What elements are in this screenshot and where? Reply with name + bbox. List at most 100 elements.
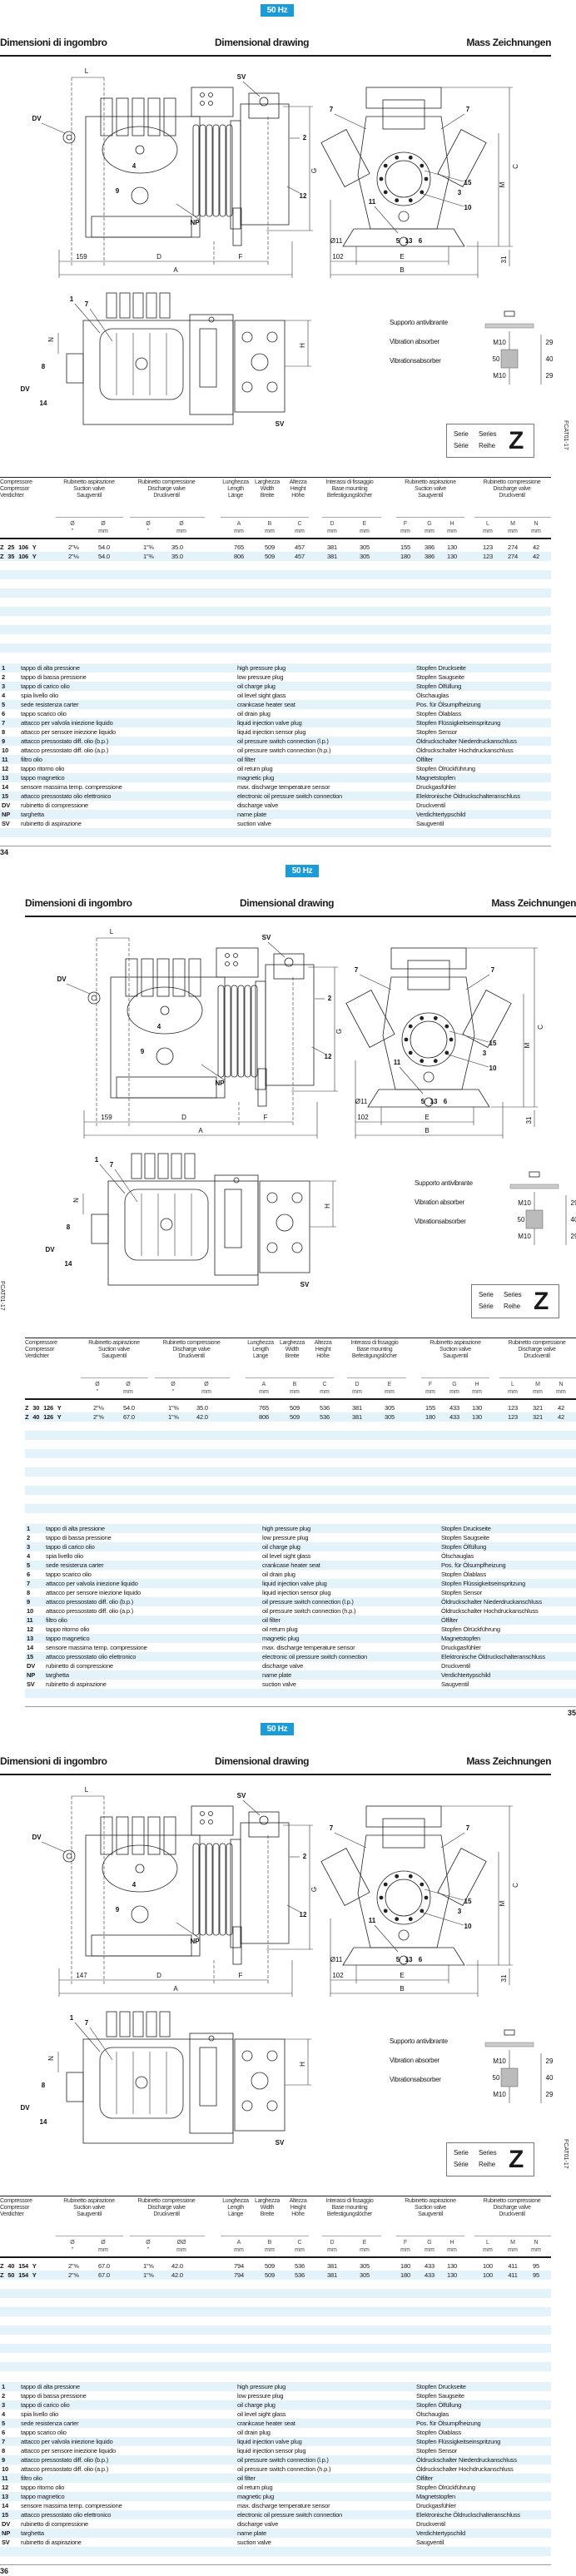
side-view-label: A <box>173 1985 178 1993</box>
frequency-badge: 50 Hz <box>286 865 319 877</box>
suction-port <box>251 2072 269 2090</box>
table-column-symbol: F <box>403 521 408 527</box>
top-view-label: SV <box>276 420 285 428</box>
table-column-symbol: Ø <box>171 1382 176 1387</box>
legend-english: oil charge plug <box>237 682 276 690</box>
table-column-symbol: H <box>449 2240 454 2246</box>
legend-stripe <box>0 773 551 782</box>
side-view-label: A <box>198 1127 203 1134</box>
oil-pipe <box>257 1068 267 1107</box>
legend-key: 3 <box>2 2401 5 2409</box>
table-group-header-line: Länge <box>253 1353 268 1359</box>
table-column-unit: mm <box>425 1389 435 1395</box>
table-stripe <box>25 1431 576 1440</box>
series-label-it: Serie <box>454 430 469 438</box>
table-column-symbol: L <box>486 521 489 527</box>
compressor-model: Z 30 126 Y <box>25 1404 62 1412</box>
legend-english: magnetic plug <box>237 774 275 782</box>
table-column-unit: " <box>146 2247 150 2253</box>
table-column-unit: " <box>146 529 150 534</box>
legend-german: Verdichtertypschild <box>416 2529 466 2537</box>
table-group-underline <box>155 1377 230 1378</box>
table-column-unit: mm <box>447 529 457 534</box>
legend-english: oil charge plug <box>262 1543 300 1551</box>
motor-rib <box>217 985 225 1078</box>
table-column-unit: " <box>71 2247 74 2253</box>
table-column-unit: mm <box>531 529 541 534</box>
table-group-header-line: Larghezza <box>280 1340 305 1346</box>
table-column-symbol: B <box>267 521 272 527</box>
discharge-valve-port <box>66 1853 72 1859</box>
table-stripe <box>0 2362 551 2371</box>
head-bolt <box>160 1218 173 1231</box>
legend-italian: tappo scarico olio <box>21 710 67 717</box>
suction-housing <box>265 964 315 1086</box>
terminal-cover <box>224 1189 242 1248</box>
table-cell: 130 <box>472 1413 482 1421</box>
table-group-underline <box>322 517 381 518</box>
cylinder-fin <box>100 1816 113 1855</box>
table-group-header-line: Discharge valve <box>518 1347 556 1353</box>
legend-key: 13 <box>2 774 8 782</box>
leader-line <box>176 203 201 221</box>
table-cell: 381 <box>352 1413 362 1421</box>
table-stripe <box>0 2289 551 2298</box>
table-column-unit: mm <box>360 2247 370 2253</box>
table-cell: 2"⅝ <box>68 2262 79 2270</box>
table-cell: 130 <box>447 553 457 560</box>
leader-line <box>374 1924 399 1953</box>
legend-stripe <box>25 1689 576 1698</box>
motor-rib <box>237 985 245 1078</box>
leader-line <box>41 1841 66 1853</box>
head-bolt <box>160 1005 170 1015</box>
table-column-unit: mm <box>400 2247 410 2253</box>
title-italian: Dimensioni di ingombro <box>0 37 107 48</box>
front-view-label: 102 <box>357 1114 369 1121</box>
table-column-unit: mm <box>234 529 244 534</box>
table-group-underline <box>421 1377 489 1378</box>
table-group-header-line: Rubinetto compressione <box>483 2198 541 2204</box>
legend-italian: tappo di bassa pressione <box>21 2392 87 2400</box>
absorber-thread-top: M10 <box>518 1199 531 1207</box>
leader-line <box>267 941 286 958</box>
legend-key: 3 <box>2 682 5 690</box>
absorber-height: 50 <box>518 1216 525 1223</box>
table-group-header-line: Length <box>227 2205 244 2211</box>
table-column-symbol: B <box>292 1382 297 1387</box>
motor-rib <box>206 1843 213 1936</box>
bearing-cover <box>410 1020 448 1059</box>
front-view-label: C <box>512 1883 519 1888</box>
table-group-header-line: Width <box>260 486 275 492</box>
table-cell: 42 <box>533 553 539 560</box>
right-cylinder-bank <box>437 128 487 188</box>
table-column-symbol: A <box>261 1382 266 1387</box>
legend-english: oil pressure switch connection (h.p.) <box>262 1607 356 1615</box>
body-outline <box>82 320 234 425</box>
body-outline <box>82 2038 234 2144</box>
table-cell: 42.0 <box>196 1413 208 1421</box>
table-group-header-line: Base mounting <box>331 486 368 492</box>
legend-english: electronic oil pressure switch connectio… <box>237 2511 343 2519</box>
absorber-plate <box>484 2042 534 2047</box>
title-english: Dimensional drawing <box>240 897 335 909</box>
legend-italian: attacco pressostato diff. olio (a.p.) <box>21 747 109 754</box>
table-cell: 1"⅝ <box>143 2262 154 2270</box>
legend-italian: sede resistenza carter <box>21 2420 79 2427</box>
legend-stripe <box>0 792 551 801</box>
table-header-rule <box>0 2256 551 2258</box>
